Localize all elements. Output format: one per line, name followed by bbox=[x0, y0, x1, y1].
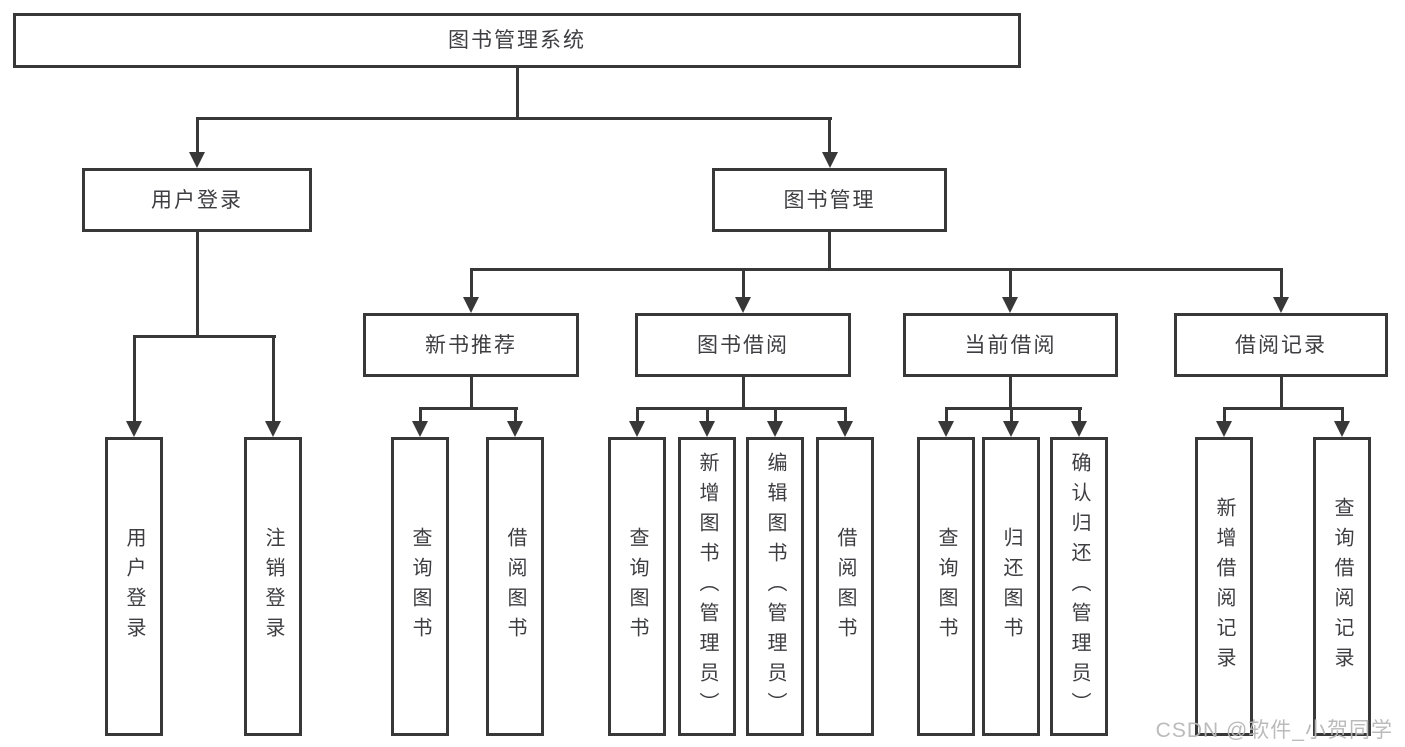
connector-line bbox=[1009, 271, 1012, 299]
leaf-query-books-recommend: 查询图书 bbox=[391, 437, 449, 736]
arrow-down-icon bbox=[938, 421, 954, 437]
node-label: 新书推荐 bbox=[425, 333, 517, 357]
leaf-borrow-books-recommend: 借阅图书 bbox=[486, 437, 544, 736]
node-book-management: 图书管理 bbox=[712, 168, 947, 232]
connector-line bbox=[844, 410, 847, 423]
connector-line bbox=[196, 119, 199, 153]
node-label: 当前借阅 bbox=[964, 333, 1057, 357]
arrow-down-icon bbox=[735, 297, 751, 313]
leaf-add-book-admin: 新增图书（管理员） bbox=[678, 437, 736, 736]
node-label: 用户登录 bbox=[123, 526, 145, 647]
connector-line bbox=[1280, 377, 1283, 409]
connector-line bbox=[470, 271, 473, 299]
connector-line bbox=[828, 230, 831, 270]
csdn-watermark: CSDN @软件_小贺同学 bbox=[1155, 719, 1393, 742]
connector-line bbox=[828, 119, 831, 153]
connector-line bbox=[419, 410, 422, 423]
arrow-down-icon bbox=[699, 421, 715, 437]
node-new-book-recommend: 新书推荐 bbox=[363, 313, 579, 377]
arrow-down-icon bbox=[1216, 421, 1232, 437]
arrow-down-icon bbox=[629, 421, 645, 437]
node-label: 注销登录 bbox=[262, 526, 284, 647]
node-current-borrowing: 当前借阅 bbox=[903, 313, 1118, 377]
node-label: 查询图书 bbox=[935, 526, 957, 647]
node-label: 借阅图书 bbox=[504, 526, 526, 647]
node-label: 新增图书（管理员） bbox=[696, 451, 718, 722]
arrow-down-icon bbox=[126, 421, 142, 437]
arrow-down-icon bbox=[1003, 421, 1019, 437]
node-label: 查询图书 bbox=[626, 526, 648, 647]
leaf-return-book: 归还图书 bbox=[982, 437, 1040, 736]
connector-line bbox=[1280, 271, 1283, 299]
node-label: 图书管理系统 bbox=[448, 29, 586, 52]
connector-line bbox=[742, 271, 745, 299]
leaf-query-books-borrowing: 查询图书 bbox=[608, 437, 666, 736]
connector-line bbox=[636, 407, 847, 410]
node-label: 归还图书 bbox=[1000, 526, 1022, 647]
connector-line bbox=[1341, 410, 1344, 423]
node-label: 借阅图书 bbox=[834, 526, 856, 647]
connector-line bbox=[419, 407, 518, 410]
arrow-down-icon bbox=[1002, 297, 1018, 313]
arrow-down-icon bbox=[767, 421, 783, 437]
arrow-down-icon bbox=[1273, 297, 1289, 313]
node-label: 新增借阅记录 bbox=[1213, 496, 1235, 677]
node-book-borrowing: 图书借阅 bbox=[635, 313, 851, 377]
arrow-down-icon bbox=[822, 152, 838, 168]
connector-line bbox=[516, 65, 519, 119]
connector-line bbox=[133, 338, 136, 423]
connector-line bbox=[945, 407, 1082, 410]
arrow-down-icon bbox=[463, 297, 479, 313]
connector-line bbox=[196, 230, 199, 337]
connector-line bbox=[945, 410, 948, 423]
leaf-borrow-books: 借阅图书 bbox=[816, 437, 874, 736]
node-borrowing-records: 借阅记录 bbox=[1174, 313, 1388, 377]
arrow-down-icon bbox=[837, 421, 853, 437]
connector-line bbox=[706, 410, 709, 423]
connector-line bbox=[514, 410, 517, 423]
connector-line bbox=[272, 338, 275, 423]
arrow-down-icon bbox=[507, 421, 523, 437]
connector-line bbox=[470, 377, 473, 409]
node-user-login: 用户登录 bbox=[82, 168, 312, 232]
node-label: 确认归还（管理员） bbox=[1068, 451, 1090, 722]
leaf-edit-book-admin: 编辑图书（管理员） bbox=[746, 437, 804, 736]
arrow-down-icon bbox=[265, 421, 281, 437]
node-label: 用户登录 bbox=[151, 188, 243, 212]
connector-line bbox=[133, 335, 276, 338]
arrow-down-icon bbox=[189, 152, 205, 168]
arrow-down-icon bbox=[1334, 421, 1350, 437]
node-label: 编辑图书（管理员） bbox=[764, 451, 786, 722]
leaf-query-borrow-record: 查询借阅记录 bbox=[1313, 437, 1371, 736]
arrow-down-icon bbox=[1071, 421, 1087, 437]
node-label: 查询借阅记录 bbox=[1331, 496, 1353, 677]
leaf-add-borrow-record: 新增借阅记录 bbox=[1195, 437, 1253, 736]
leaf-user-login: 用户登录 bbox=[105, 437, 163, 736]
leaf-confirm-return-admin: 确认归还（管理员） bbox=[1050, 437, 1108, 736]
connector-line bbox=[1009, 377, 1012, 409]
connector-line bbox=[1223, 407, 1344, 410]
connector-line bbox=[774, 410, 777, 423]
node-label: 借阅记录 bbox=[1235, 333, 1327, 357]
node-label: 图书借阅 bbox=[697, 333, 789, 357]
connector-line bbox=[636, 410, 639, 423]
connector-line bbox=[196, 117, 832, 120]
node-library-system: 图书管理系统 bbox=[13, 13, 1021, 68]
connector-line bbox=[470, 268, 1283, 271]
node-label: 查询图书 bbox=[409, 526, 431, 647]
connector-line bbox=[742, 377, 745, 409]
connector-line bbox=[1078, 410, 1081, 423]
connector-line bbox=[1010, 410, 1013, 423]
leaf-logout: 注销登录 bbox=[244, 437, 302, 736]
arrow-down-icon bbox=[412, 421, 428, 437]
leaf-query-books-current: 查询图书 bbox=[917, 437, 975, 736]
connector-line bbox=[1223, 410, 1226, 423]
node-label: 图书管理 bbox=[783, 188, 876, 212]
